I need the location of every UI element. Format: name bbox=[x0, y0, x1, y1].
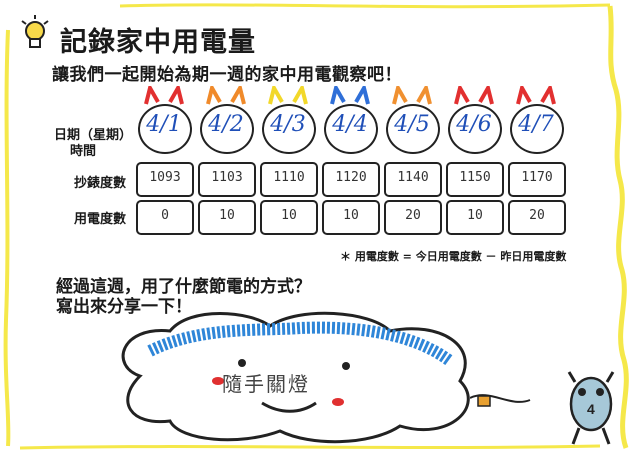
day-circle: 4/7 bbox=[508, 86, 564, 154]
question-line-1: 經過這週，用了什麼節電的方式？ bbox=[56, 277, 311, 297]
answer-text: 隨手關燈 bbox=[222, 372, 310, 396]
reading-value: 1110 bbox=[273, 170, 305, 185]
usage-cell: 10 bbox=[260, 200, 318, 235]
reading-value: 1150 bbox=[459, 170, 491, 185]
day-circle-outline bbox=[448, 104, 502, 154]
intro-text: 讓我們一起開始為期一週的家中用電觀察吧！ bbox=[52, 65, 402, 85]
usage-cell: 10 bbox=[198, 200, 256, 235]
usage-cell: 20 bbox=[384, 200, 442, 235]
day-circle: 4/2 bbox=[198, 86, 254, 154]
mascot-number: 4 bbox=[587, 401, 595, 417]
usage-value: 20 bbox=[529, 208, 545, 223]
question-line-2: 寫出來分享一下！ bbox=[56, 297, 192, 317]
day-date: 4/1 bbox=[146, 112, 182, 137]
day-circle: 4/6 bbox=[446, 86, 502, 154]
usage-cell: 20 bbox=[508, 200, 566, 235]
day-circle: 4/4 bbox=[322, 86, 378, 154]
lightbulb-icon bbox=[21, 15, 49, 48]
day-circle-outline bbox=[138, 104, 192, 154]
robot-mascot-icon: 4 bbox=[567, 371, 615, 445]
usage-cell: 0 bbox=[136, 200, 194, 235]
day-date: 4/7 bbox=[518, 112, 554, 137]
reading-value: 1120 bbox=[335, 170, 367, 185]
day-date: 4/2 bbox=[208, 112, 244, 137]
reading-row-label: 抄錶度數 bbox=[73, 176, 126, 191]
day-circle: 4/3 bbox=[260, 86, 316, 154]
reading-cell: 1150 bbox=[446, 162, 504, 197]
reading-value: 1103 bbox=[211, 170, 243, 185]
day-date: 4/3 bbox=[270, 112, 306, 137]
usage-cell: 10 bbox=[322, 200, 380, 235]
time-row-label: 時間 bbox=[69, 144, 96, 159]
decorative-ears bbox=[516, 86, 556, 105]
day-circle-outline bbox=[324, 104, 378, 154]
decorative-ears bbox=[330, 86, 370, 105]
day-circle-outline bbox=[386, 104, 440, 154]
formula-note: ＊ 用電度數 = 今日用電度數 － 昨日用電度數 bbox=[340, 250, 567, 263]
reading-cell: 1103 bbox=[198, 162, 256, 197]
day-circle-outline bbox=[510, 104, 564, 154]
usage-row-label: 用電度數 bbox=[73, 212, 126, 227]
reading-cell: 1110 bbox=[260, 162, 318, 197]
reading-cell: 1170 bbox=[508, 162, 566, 197]
usage-value: 10 bbox=[343, 208, 359, 223]
reading-value: 1170 bbox=[521, 170, 553, 185]
day-date: 4/5 bbox=[394, 112, 430, 137]
usage-value: 10 bbox=[219, 208, 235, 223]
reading-cell: 1140 bbox=[384, 162, 442, 197]
decorative-ears bbox=[206, 86, 246, 105]
cloud-drawing bbox=[121, 311, 470, 444]
day-date: 4/4 bbox=[332, 112, 368, 137]
plug-icon bbox=[470, 394, 531, 407]
decorative-ears bbox=[144, 86, 184, 105]
page-title: 記錄家中用電量 bbox=[60, 27, 256, 58]
day-date: 4/6 bbox=[456, 112, 492, 137]
decorative-ears bbox=[454, 86, 494, 105]
day-circle: 4/5 bbox=[384, 86, 440, 154]
day-circle-outline bbox=[262, 104, 316, 154]
usage-value: 0 bbox=[161, 208, 169, 223]
reading-value: 1140 bbox=[397, 170, 429, 185]
date-row-label: 日期（星期） bbox=[53, 128, 132, 143]
decorative-ears bbox=[268, 86, 308, 105]
usage-value: 10 bbox=[467, 208, 483, 223]
decorative-ears bbox=[392, 86, 432, 105]
reading-cell: 1093 bbox=[136, 162, 194, 197]
day-circle: 4/1 bbox=[136, 86, 192, 154]
reading-value: 1093 bbox=[149, 170, 181, 185]
usage-value: 20 bbox=[405, 208, 421, 223]
day-circle-outline bbox=[200, 104, 254, 154]
reading-cell: 1120 bbox=[322, 162, 380, 197]
usage-cell: 10 bbox=[446, 200, 504, 235]
usage-value: 10 bbox=[281, 208, 297, 223]
